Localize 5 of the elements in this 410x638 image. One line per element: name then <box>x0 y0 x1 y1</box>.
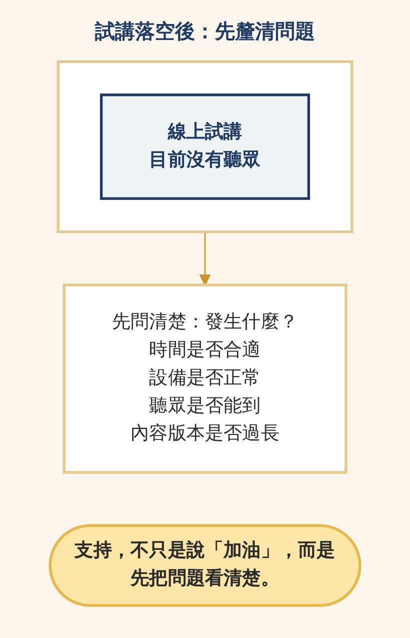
node-box: 線上試講 目前沒有聽眾 <box>100 94 310 200</box>
cluster <box>56 60 354 234</box>
arrow <box>199 232 211 286</box>
node-box: 先問清楚：發生什麼？ 時間是否合適 設備是否正常 聽眾是否能到 內容版本是否過長 <box>62 284 348 474</box>
diagram-title: 試講落空後：先釐清問題 <box>94 18 316 45</box>
